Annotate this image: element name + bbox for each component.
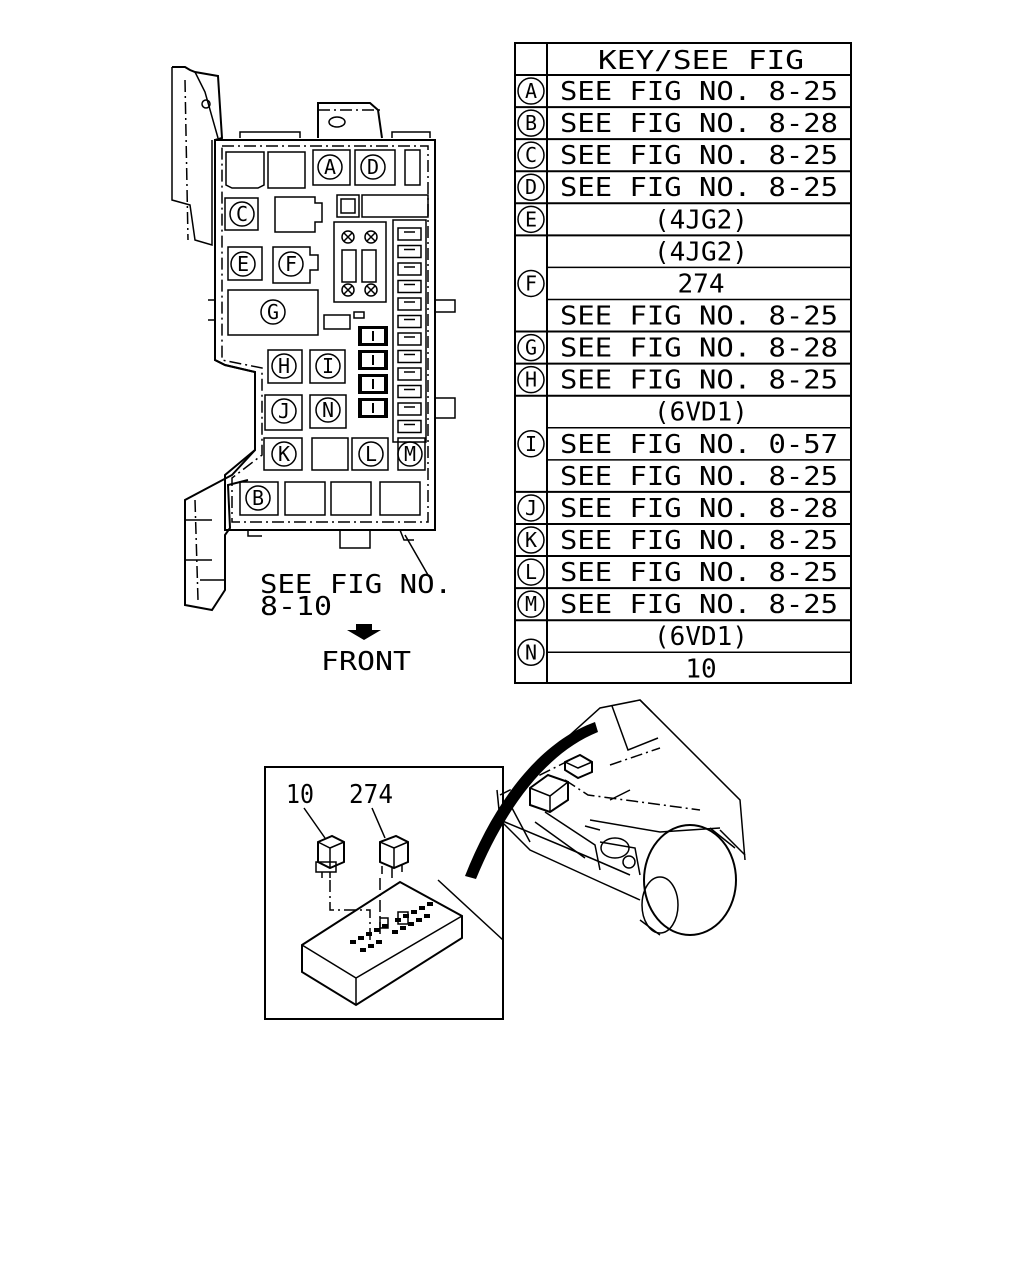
key-value: SEE FIG NO. 8-25 <box>560 77 838 107</box>
mini-fuse-block <box>358 326 388 418</box>
slot-circle-icon <box>230 251 256 277</box>
key-value: SEE FIG NO. 8-25 <box>560 366 838 396</box>
key-letter: A <box>525 79 537 103</box>
key-circle-icon <box>517 173 545 201</box>
key-circle-icon <box>517 333 545 362</box>
ref-label-line1: SEE FIG NO. <box>260 570 452 600</box>
slot-labels: A D C E FG H I J N K L M B <box>229 154 423 511</box>
front-label: FRONT <box>321 647 411 677</box>
slot-label: J <box>278 399 290 423</box>
slot-circle-icon <box>271 398 297 424</box>
key-value: SEE FIG NO. 8-25 <box>560 301 838 331</box>
relay-274 <box>379 834 409 878</box>
slot-circle-icon <box>358 441 384 467</box>
key-circle-icon <box>517 590 545 618</box>
slot-label: H <box>278 354 290 378</box>
key-value: 10 <box>685 654 716 684</box>
mounting-bracket <box>172 66 256 612</box>
slot-label: C <box>236 202 248 226</box>
slot-label: G <box>267 300 279 324</box>
ref-label-line2: 8-10 <box>260 592 332 622</box>
junction-block <box>301 880 463 1007</box>
key-circle-icon <box>517 526 545 554</box>
relay-10-label: 10 <box>286 780 314 810</box>
key-value: SEE FIG NO. 8-25 <box>560 462 838 492</box>
key-letter: G <box>525 336 537 360</box>
relay-274-label: 274 <box>349 780 393 810</box>
key-letter: B <box>525 111 537 135</box>
key-letter: E <box>525 207 537 231</box>
slot-circle-icon <box>397 441 423 467</box>
screw-terminals <box>341 230 378 297</box>
slot-circle-icon <box>360 154 386 180</box>
key-letter: M <box>525 592 537 616</box>
key-value: SEE FIG NO. 8-28 <box>560 109 838 139</box>
key-circle-icon <box>517 430 545 458</box>
key-letter: I <box>525 432 537 456</box>
relay-10 <box>315 834 345 878</box>
key-circle-icon <box>517 141 545 169</box>
slot-circle-icon <box>315 397 341 423</box>
key-circle-icon <box>517 205 545 234</box>
vehicle-front <box>465 699 746 936</box>
slot-label: L <box>365 442 377 466</box>
fuse-column <box>397 227 422 434</box>
key-value: SEE FIG NO. 8-25 <box>560 173 838 203</box>
key-letter: N <box>525 640 537 664</box>
slot-label: F <box>285 252 297 276</box>
key-value: 274 <box>678 269 725 299</box>
slot-label: K <box>278 442 290 466</box>
key-letter: C <box>525 143 537 167</box>
key-value: SEE FIG NO. 8-28 <box>560 334 838 364</box>
key-circle-icon <box>517 77 545 105</box>
key-value: SEE FIG NO. 8-28 <box>560 494 838 524</box>
slot-circle-icon <box>229 201 255 227</box>
key-value: SEE FIG NO. 0-57 <box>560 430 838 460</box>
key-value: (6VD1) <box>654 398 748 428</box>
slot-circle-icon <box>278 251 304 277</box>
key-letter: F <box>525 271 537 295</box>
slot-circle-icon <box>260 299 286 325</box>
slot-circle-icon <box>271 441 297 467</box>
key-letter: D <box>525 175 537 199</box>
key-value: SEE FIG NO. 8-25 <box>560 141 838 171</box>
relay-detail: 10 274 <box>264 766 504 1020</box>
slot-label: A <box>324 155 336 179</box>
key-value: SEE FIG NO. 8-25 <box>560 558 838 588</box>
fuse-box: A D C E FG H I J N K L M B <box>171 66 456 612</box>
key-circle-icon <box>517 109 545 137</box>
slot-circle-icon <box>245 485 271 511</box>
key-letter: J <box>525 496 537 520</box>
slot-circle-icon <box>271 353 297 379</box>
slot-circle-icon <box>315 353 341 379</box>
key-circle-icon <box>517 638 545 667</box>
slot-circle-icon <box>317 154 343 180</box>
slot-label: I <box>322 354 334 378</box>
key-circle-icon <box>517 269 545 298</box>
slot-label: D <box>367 155 379 179</box>
key-value: SEE FIG NO. 8-25 <box>560 590 838 620</box>
key-letter: L <box>525 560 537 584</box>
slot-label: N <box>322 398 334 422</box>
key-value: (4JG2) <box>654 237 748 267</box>
front-arrow-icon <box>347 624 381 640</box>
slot-label: M <box>404 442 416 466</box>
key-value: (4JG2) <box>654 205 748 235</box>
key-letter: K <box>525 528 537 552</box>
key-circle-icon <box>517 494 545 522</box>
key-circle-icon <box>517 365 545 394</box>
table-header: KEY/SEE FIG <box>598 46 804 76</box>
key-circle-icon <box>517 558 545 586</box>
slot-label: E <box>237 252 249 276</box>
block-fuse-grid <box>350 902 433 952</box>
key-value: (6VD1) <box>654 622 748 652</box>
key-letter: H <box>525 368 537 392</box>
slot-label: B <box>252 486 264 510</box>
key-value: SEE FIG NO. 8-25 <box>560 526 838 556</box>
